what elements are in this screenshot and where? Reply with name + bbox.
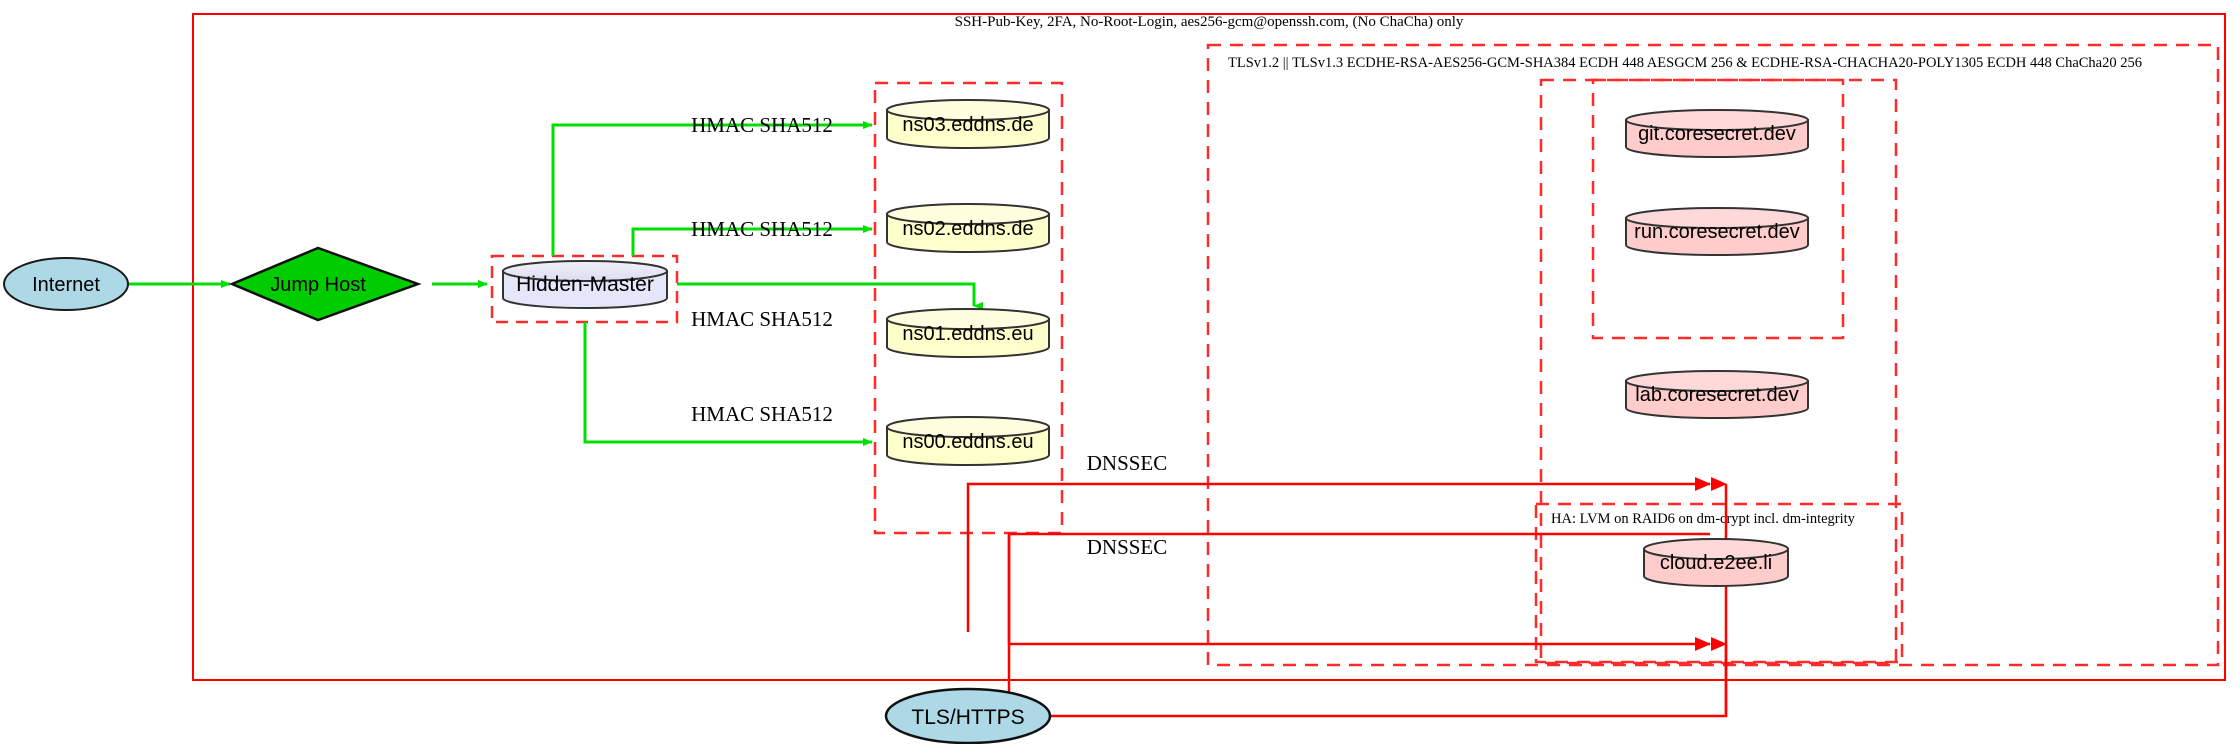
node-hidden-master[interactable]: Hidden-Master <box>502 260 668 309</box>
node-jump-host[interactable]: Jump Host <box>228 246 422 322</box>
node-git[interactable]: git.coresecret.dev <box>1625 109 1809 158</box>
edge-label-dnssec-upper: DNSSEC <box>1087 451 1168 475</box>
node-ns02-label: ns02.eddns.de <box>902 218 1033 240</box>
edge-dnssec-lower <box>1007 532 1710 716</box>
node-ns03[interactable]: ns03.eddns.de <box>886 99 1050 149</box>
ssh-boundary-label: SSH-Pub-Key, 2FA, No-Root-Login, aes256-… <box>955 14 1464 30</box>
node-ns01-label: ns01.eddns.eu <box>902 323 1033 345</box>
node-git-label: git.coresecret.dev <box>1638 123 1796 145</box>
node-ns00[interactable]: ns00.eddns.eu <box>886 416 1050 466</box>
node-internet[interactable]: Internet <box>3 257 129 311</box>
edge-label-hmac-ns00: HMAC SHA512 <box>691 402 833 426</box>
edge-dnssec-upper <box>966 477 1711 632</box>
edge-hiddenmaster-ns01 <box>677 282 983 310</box>
edge-label-dnssec-lower: DNSSEC <box>1087 535 1168 559</box>
edge-hiddenmaster-ns00 <box>583 322 873 446</box>
edge-hiddenmaster-ns03 <box>551 121 873 256</box>
ha-boundary-label: HA: LVM on RAID6 on dm-crypt incl. dm-in… <box>1551 511 1856 527</box>
node-tls-https[interactable]: TLS/HTTPS <box>884 687 1052 744</box>
node-jump-host-label: Jump Host <box>270 274 366 296</box>
node-ns02[interactable]: ns02.eddns.de <box>886 203 1050 253</box>
node-cloud-label: cloud.e2ee.li <box>1660 552 1772 574</box>
node-ns03-label: ns03.eddns.de <box>902 114 1033 136</box>
edge-label-hmac-ns03: HMAC SHA512 <box>691 113 833 137</box>
ha-boundary-box <box>1534 502 1904 664</box>
node-run-label: run.coresecret.dev <box>1634 221 1800 243</box>
node-ns00-label: ns00.eddns.eu <box>902 431 1033 453</box>
edge-label-hmac-ns02: HMAC SHA512 <box>691 217 833 241</box>
edge-label-hmac-ns01: HMAC SHA512 <box>691 307 833 331</box>
node-ns01[interactable]: ns01.eddns.eu <box>886 308 1050 358</box>
node-lab[interactable]: lab.coresecret.dev <box>1625 370 1809 419</box>
tls-boundary-label: TLSv1.2 || TLSv1.3 ECDHE-RSA-AES256-GCM-… <box>1228 55 2142 71</box>
node-internet-label: Internet <box>32 274 100 296</box>
node-tls-https-label: TLS/HTTPS <box>911 706 1024 729</box>
edge-dnssec-lower-extend <box>1007 534 1711 651</box>
ssh-boundary-box <box>192 13 2226 681</box>
tls-boundary-box <box>1206 43 2220 667</box>
coresecret-cluster-box <box>1591 78 1845 340</box>
edge-hiddenmaster-ns02 <box>631 225 873 256</box>
node-run[interactable]: run.coresecret.dev <box>1625 207 1809 256</box>
node-cloud[interactable]: cloud.e2ee.li <box>1643 538 1789 587</box>
services-cluster-box <box>1539 78 1898 665</box>
node-lab-label: lab.coresecret.dev <box>1635 384 1798 406</box>
node-hidden-master-label: Hidden-Master <box>516 273 654 296</box>
